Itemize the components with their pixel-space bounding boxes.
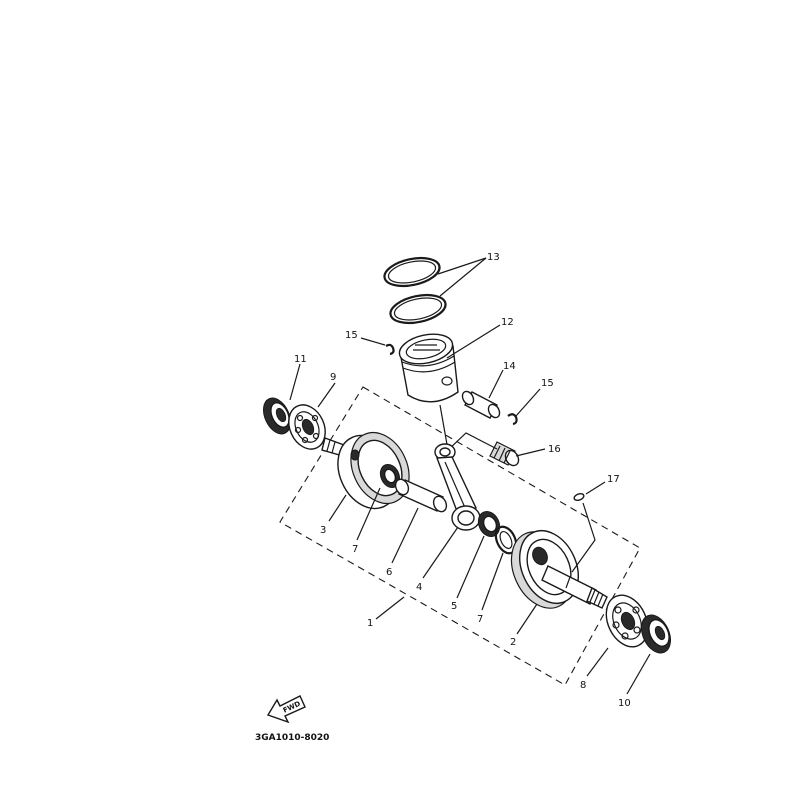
piston [398, 333, 459, 403]
leader-lines [289, 257, 651, 695]
callout-3: 3 [320, 525, 326, 536]
bearing-left [288, 404, 326, 450]
callout-15-left: 15 [345, 330, 358, 341]
callout-2: 2 [510, 637, 516, 648]
forward-arrow-icon: FWD [266, 695, 306, 724]
callout-16: 16 [548, 444, 561, 455]
callout-15-right: 15 [541, 378, 554, 389]
crank-pin [394, 478, 448, 513]
callout-12: 12 [501, 317, 514, 328]
oil-seal-left [262, 397, 292, 435]
woodruff-key [573, 493, 585, 501]
piston-pin-clips [385, 343, 518, 426]
big-end-bearing [477, 510, 501, 538]
crank-right [510, 530, 608, 609]
bearing-right [605, 594, 649, 648]
callout-17: 17 [607, 474, 620, 485]
callout-6: 6 [386, 567, 392, 578]
callout-1: 1 [367, 618, 373, 629]
oil-seal-right [640, 614, 672, 654]
callout-4: 4 [416, 582, 422, 593]
crank-left [321, 431, 410, 510]
piston-pin [461, 390, 501, 419]
crankshaft-assembly-boundary [279, 386, 641, 686]
small-end-bearing [489, 441, 520, 467]
callout-numbers: 13 12 15 14 15 16 17 11 9 3 7 6 4 5 7 1 … [294, 252, 631, 709]
part-code: 3GA1010-8020 [255, 733, 329, 743]
connecting-rod [434, 443, 481, 531]
callout-9: 9 [330, 372, 336, 383]
callout-7-left: 7 [352, 544, 358, 555]
callout-7-right: 7 [477, 614, 483, 625]
callout-5: 5 [451, 601, 457, 612]
callout-8: 8 [580, 680, 586, 691]
piston-rings [383, 256, 447, 325]
callout-13: 13 [487, 252, 500, 263]
callout-14: 14 [503, 361, 516, 372]
callout-10: 10 [618, 698, 631, 709]
callout-11: 11 [294, 354, 307, 365]
